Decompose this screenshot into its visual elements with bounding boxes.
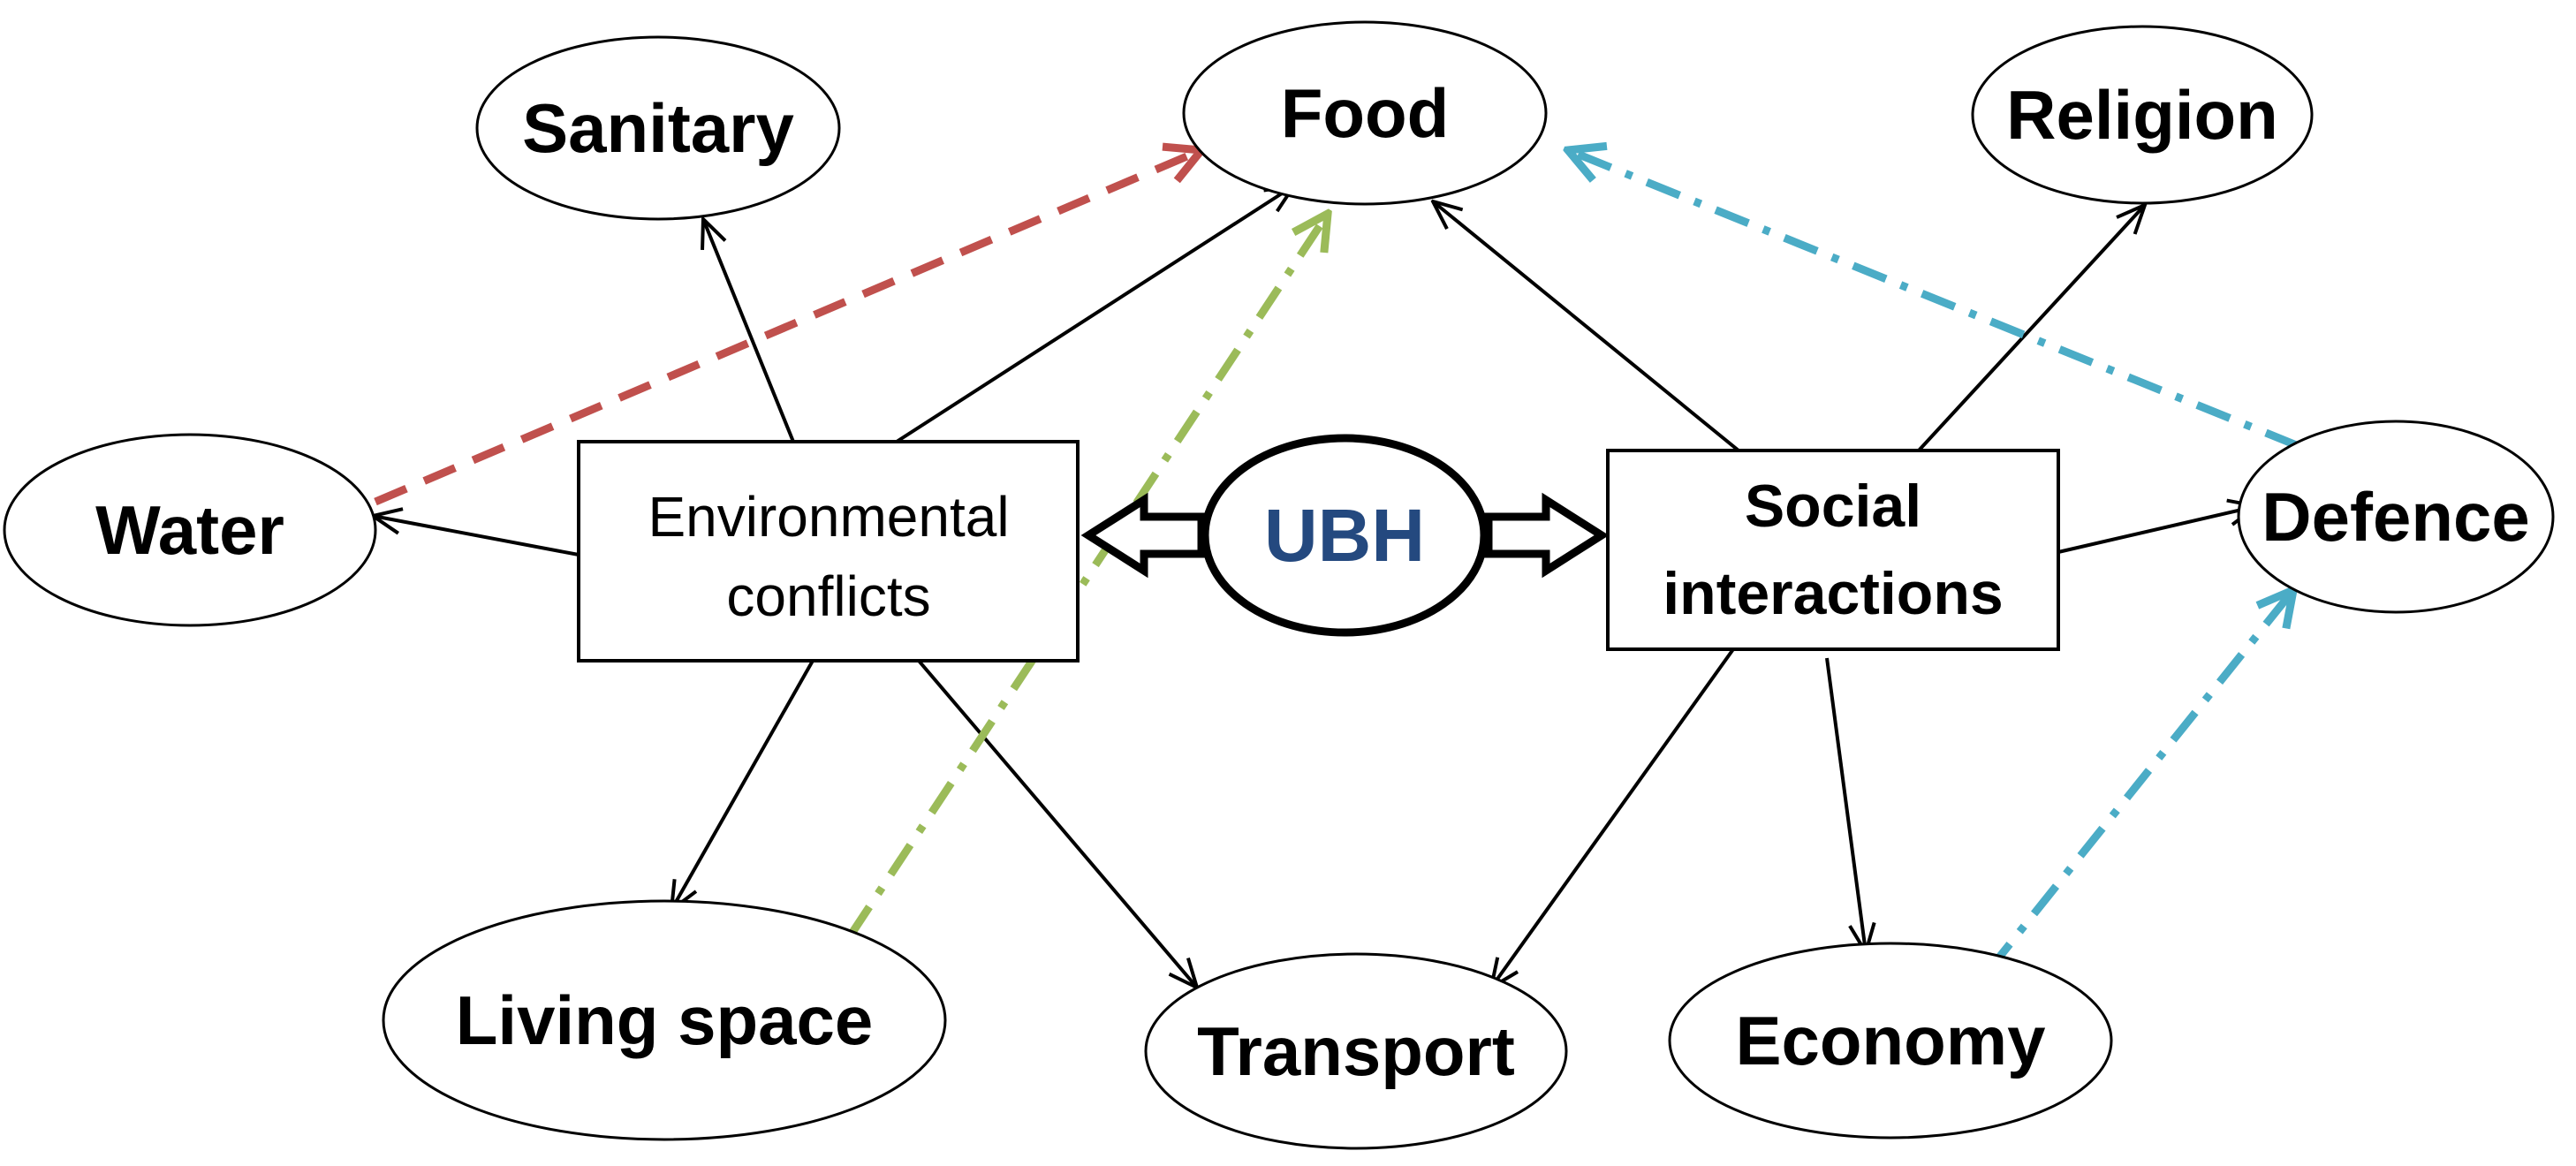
node-defence: Defence bbox=[2237, 420, 2555, 614]
hollow-arrow-to-environmental bbox=[1080, 492, 1206, 579]
node-living-space: Living space bbox=[382, 899, 947, 1141]
hollow-arrow-to-social bbox=[1484, 492, 1610, 579]
node-food: Food bbox=[1182, 20, 1548, 206]
dashdot-arrow-living-space-to-food bbox=[846, 214, 1328, 939]
node-sanitary-label: Sanitary bbox=[522, 89, 794, 167]
node-transport-label: Transport bbox=[1197, 1012, 1515, 1090]
node-religion-label: Religion bbox=[2006, 76, 2278, 154]
hub-environmental-line2: conflicts bbox=[726, 564, 930, 628]
node-food-label: Food bbox=[1281, 74, 1450, 152]
hub-social-line2: interactions bbox=[1663, 560, 2003, 627]
arrow-env-to-transport bbox=[917, 659, 1197, 988]
hub-social-line1: Social bbox=[1745, 473, 1921, 540]
node-economy: Economy bbox=[1668, 942, 2113, 1140]
arrow-social-to-religion bbox=[1917, 205, 2145, 452]
hub-social-interactions: Social interactions bbox=[1606, 449, 2060, 651]
node-defence-label: Defence bbox=[2262, 478, 2529, 556]
center-ubh-label: UBH bbox=[1264, 494, 1425, 577]
hub-environmental-line1: Environmental bbox=[648, 485, 1009, 549]
arrow-env-to-sanitary bbox=[703, 219, 795, 443]
node-economy-label: Economy bbox=[1735, 1002, 2045, 1079]
hub-environmental-conflicts: Environmental conflicts bbox=[577, 440, 1080, 662]
node-water-label: Water bbox=[95, 491, 284, 569]
arrow-env-to-water bbox=[373, 516, 580, 556]
arrow-social-to-food bbox=[1433, 201, 1740, 452]
arrow-social-to-defence bbox=[2057, 506, 2257, 554]
arrow-env-to-living-space bbox=[671, 660, 814, 910]
arrow-social-to-economy bbox=[1825, 657, 1866, 952]
node-sanitary: Sanitary bbox=[475, 35, 841, 221]
dashdot-arrow-defence-to-food bbox=[1568, 150, 2300, 450]
center-ubh: UBH bbox=[1201, 434, 1489, 637]
solid-arrows bbox=[373, 186, 2257, 988]
node-religion: Religion bbox=[1971, 25, 2314, 205]
node-transport: Transport bbox=[1144, 952, 1568, 1150]
arrow-env-to-food bbox=[895, 186, 1294, 443]
dashed-arrow-water-to-food bbox=[374, 150, 1201, 506]
dashdot-arrow-economy-to-defence bbox=[1984, 590, 2293, 974]
node-living-space-label: Living space bbox=[456, 981, 874, 1059]
node-water: Water bbox=[3, 433, 377, 627]
arrow-social-to-transport bbox=[1491, 647, 1735, 988]
